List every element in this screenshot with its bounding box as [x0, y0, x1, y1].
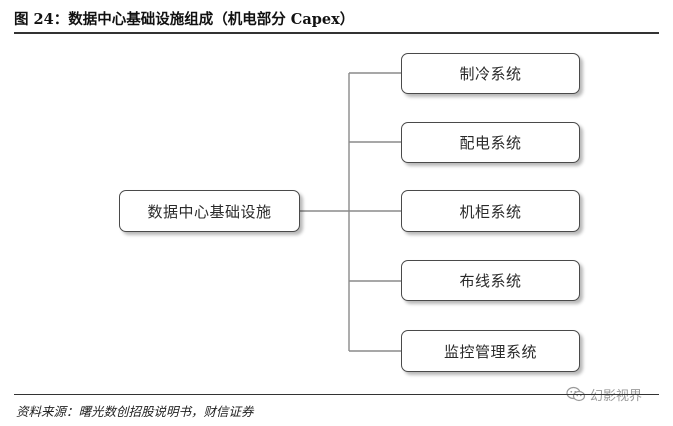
- watermark: 幻影视界: [566, 385, 642, 404]
- figure-title: 图 24：数据中心基础设施组成（机电部分 Capex）: [14, 11, 355, 28]
- watermark-text: 幻影视界: [590, 389, 643, 404]
- child-node-cabinet: 机柜系统: [401, 190, 580, 232]
- source-note: 资料来源：曙光数创招股说明书，财信证券: [16, 404, 254, 419]
- source-rule: [14, 394, 659, 395]
- child-node-monitoring: 监控管理系统: [401, 330, 580, 372]
- child-node-cooling: 制冷系统: [401, 53, 580, 94]
- title-rule: [14, 32, 659, 34]
- child-node-power: 配电系统: [401, 122, 580, 163]
- child-node-cabling: 布线系统: [401, 260, 580, 301]
- root-node: 数据中心基础设施: [119, 190, 300, 232]
- wechat-icon: [566, 386, 586, 403]
